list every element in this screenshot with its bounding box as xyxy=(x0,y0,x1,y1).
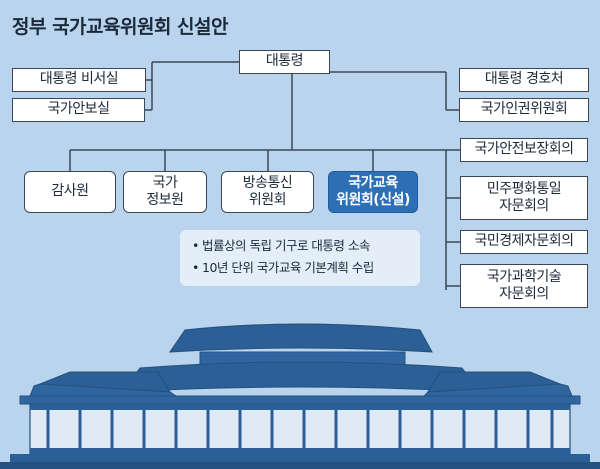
diagram-title: 정부 국가교육위원회 신설안 xyxy=(12,16,229,38)
audit-board-box: 감사원 xyxy=(24,171,116,213)
economic-council-box: 국민경제자문회의 xyxy=(460,230,588,254)
president-box: 대통령 xyxy=(239,50,330,74)
unification-council-box: 민주평화통일 자문회의 xyxy=(460,176,588,220)
intelligence-service-box: 국가 정보원 xyxy=(123,171,207,213)
national-security-office-box: 국가안보실 xyxy=(12,98,145,122)
secretariat-box: 대통령 비서실 xyxy=(12,68,146,92)
security-service-box: 대통령 경호처 xyxy=(459,68,589,92)
safety-council-box: 국가안전보장회의 xyxy=(460,138,588,162)
education-commission-box: 국가교육 위원회(신설) xyxy=(328,171,418,213)
note-item: •10년 단위 국가교육 기본계획 수립 xyxy=(192,260,374,275)
science-council-box: 국가과학기술 자문회의 xyxy=(460,264,588,308)
broadcasting-commission-box: 방송통신 위원회 xyxy=(221,171,314,213)
education-commission-note: •법률상의 독립 기구로 대통령 소속 •10년 단위 국가교육 기본계획 수립 xyxy=(180,230,420,286)
note-item: •법률상의 독립 기구로 대통령 소속 xyxy=(192,238,370,253)
human-rights-commission-box: 국가인권위원회 xyxy=(459,98,589,122)
